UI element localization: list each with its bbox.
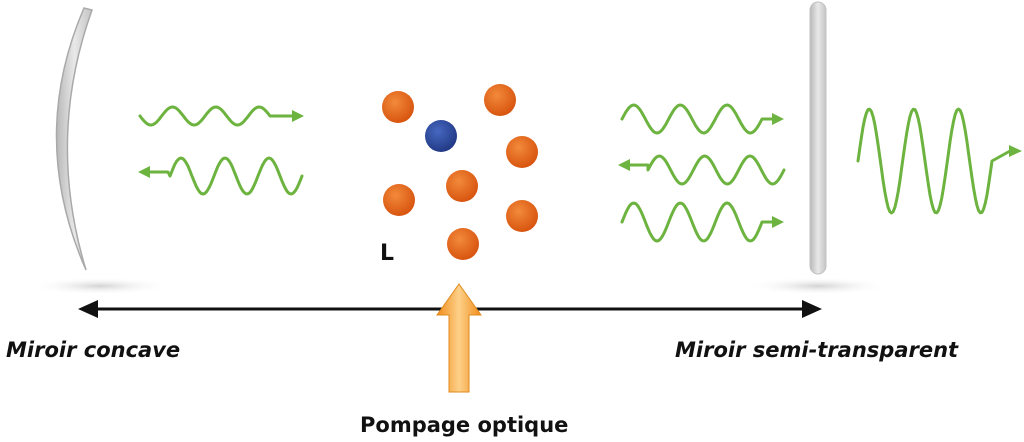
concave-mirror	[30, 7, 170, 295]
wave-left-top-arrowhead	[292, 110, 304, 122]
right-mirror-shadow	[746, 277, 890, 295]
atom-excited-state	[506, 136, 538, 168]
axis-arrowhead-right	[802, 300, 822, 318]
pump-arrow-shape	[436, 283, 482, 393]
wave-right-middle-arrowhead	[618, 159, 630, 171]
atom-excited-state	[446, 170, 478, 202]
axis-arrowhead-left	[78, 300, 98, 318]
wave-right-middle	[626, 154, 786, 186]
gain-medium-atoms	[382, 84, 538, 260]
medium-label: L	[380, 241, 394, 266]
left-mirror-shadow	[30, 277, 170, 295]
atom-excited-state	[447, 228, 479, 260]
wave-output-arrowhead	[1009, 145, 1022, 157]
pump-label: Pompage optique	[360, 413, 568, 437]
wave-left-bottom-arrowhead	[138, 166, 150, 178]
wave-output	[856, 107, 1012, 215]
wave-right-top	[620, 103, 776, 135]
atom-excited-state	[383, 184, 415, 216]
wave-left-bottom	[142, 156, 304, 196]
optical-pump-arrow	[436, 283, 482, 393]
concave-mirror-body	[55, 7, 93, 271]
wave-right-bottom	[620, 201, 776, 243]
wave-right-bottom-arrowhead	[772, 216, 784, 228]
atom-ground-state	[425, 120, 457, 152]
left-mirror-label: Miroir concave	[6, 338, 180, 362]
atom-excited-state	[382, 91, 414, 123]
wave-right-top-arrowhead	[772, 113, 784, 125]
right-mirror-label: Miroir semi-transparent	[675, 338, 959, 362]
output-wave-group	[856, 107, 1022, 215]
semi-transparent-mirror-body	[809, 1, 827, 275]
atom-excited-state	[484, 84, 516, 116]
wave-left-top	[138, 105, 296, 127]
waves-right-group	[618, 103, 786, 243]
atom-excited-state	[506, 200, 538, 232]
waves-left-group	[138, 105, 304, 196]
semi-transparent-mirror	[746, 1, 890, 295]
